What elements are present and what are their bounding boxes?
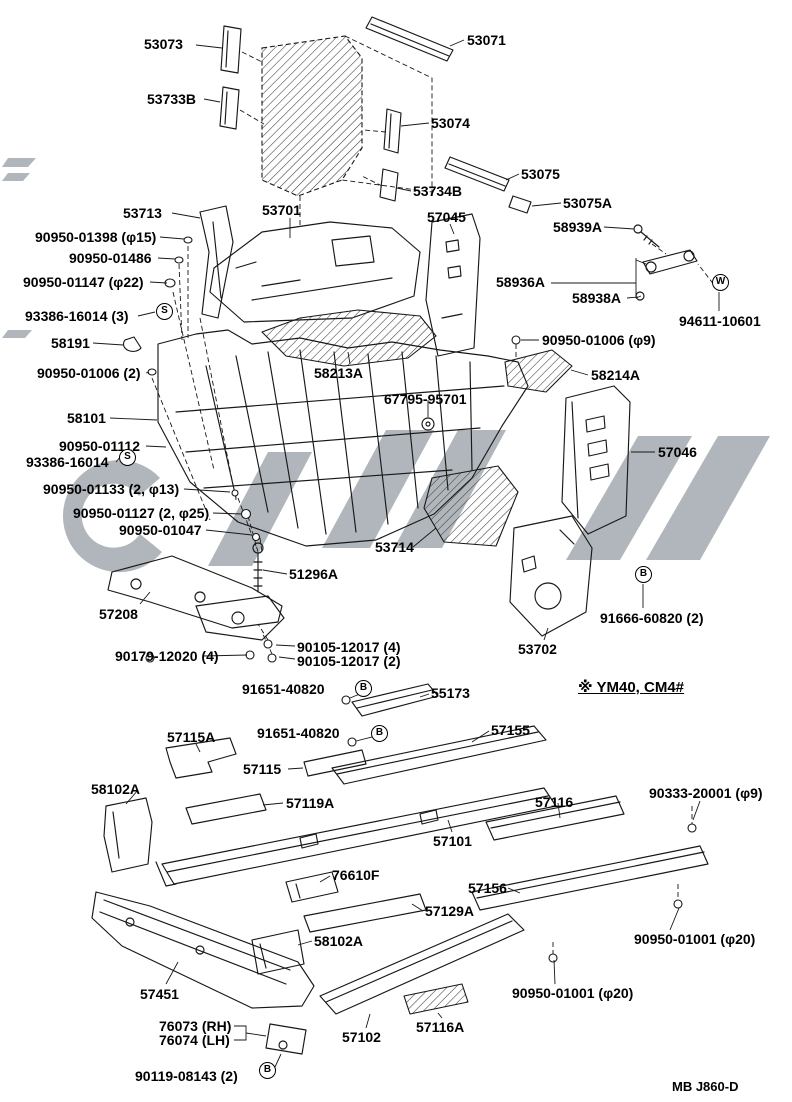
circled-letter-B-4: B bbox=[259, 1062, 276, 1079]
part-label-57115: 57115 bbox=[243, 761, 282, 777]
part-label-53071: 53071 bbox=[467, 32, 506, 48]
part-label-58101: 58101 bbox=[67, 410, 106, 426]
part-label-76074-lh: 76074 (LH) bbox=[159, 1032, 230, 1048]
fastener-shapes bbox=[122, 236, 697, 963]
part-label-58102A-1: 58102A bbox=[91, 781, 141, 797]
part-label-53075A: 53075A bbox=[563, 195, 613, 211]
part-label-90950-01001-1: 90950-01001 (φ20) bbox=[634, 931, 756, 947]
part-label-91651-40820-2: 91651-40820 bbox=[257, 725, 340, 741]
part-label-90950-01006-2: 90950-01006 (2) bbox=[37, 365, 141, 381]
part-label-90950-01006-d9: 90950-01006 (φ9) bbox=[542, 332, 656, 348]
part-label-58936A: 58936A bbox=[496, 274, 546, 290]
part-label-67795-95701: 67795-95701 bbox=[384, 391, 467, 407]
part-label-93386-16014: 93386-16014 bbox=[26, 454, 109, 470]
part-label-90950-01147: 90950-01147 (φ22) bbox=[23, 274, 144, 290]
part-label-57102: 57102 bbox=[342, 1029, 381, 1045]
part-label-90119-08143: 90119-08143 (2) bbox=[135, 1068, 238, 1084]
part-label-57046: 57046 bbox=[658, 444, 697, 460]
part-label-58938A: 58938A bbox=[572, 290, 622, 306]
part-label-57451: 57451 bbox=[140, 986, 179, 1002]
part-label-91651-40820-1: 91651-40820 bbox=[242, 681, 325, 697]
part-label-90950-01133: 90950-01133 (2, φ13) bbox=[43, 481, 180, 497]
part-label-58213A: 58213A bbox=[314, 365, 364, 381]
applicability-note: ※ YM40, CM4# bbox=[578, 679, 685, 696]
part-label-58102A-2: 58102A bbox=[314, 933, 364, 949]
part-label-90333-20001: 90333-20001 (φ9) bbox=[649, 785, 763, 801]
part-label-90950-01127: 90950-01127 (2, φ25) bbox=[73, 505, 210, 521]
part-label-90950-01112: 90950-01112 bbox=[59, 438, 140, 454]
part-label-53714: 53714 bbox=[375, 539, 414, 555]
part-label-90950-01047: 90950-01047 bbox=[119, 522, 202, 538]
part-label-57045: 57045 bbox=[427, 209, 466, 225]
part-label-57115A: 57115A bbox=[167, 729, 216, 745]
part-label-55173: 55173 bbox=[431, 685, 470, 701]
part-label-93386-16014-3: 93386-16014 (3) bbox=[25, 308, 129, 324]
part-label-58939A: 58939A bbox=[553, 219, 603, 235]
circled-letter-B-3: B bbox=[371, 725, 388, 742]
leader-lines bbox=[92, 39, 720, 1068]
part-label-53073: 53073 bbox=[144, 36, 183, 52]
part-label-57119A: 57119A bbox=[286, 795, 335, 811]
part-label-76610F: 76610F bbox=[332, 867, 380, 883]
part-label-51296A: 51296A bbox=[289, 566, 339, 582]
part-label-90105-12017-2: 90105-12017 (2) bbox=[297, 653, 401, 669]
part-label-53702: 53702 bbox=[518, 641, 557, 657]
part-label-53701: 53701 bbox=[262, 202, 301, 218]
part-label-57155: 57155 bbox=[491, 722, 530, 738]
part-label-57156: 57156 bbox=[468, 880, 507, 896]
construction-dashed-lines bbox=[151, 35, 719, 954]
part-label-57101: 57101 bbox=[433, 833, 472, 849]
part-label-57116: 57116 bbox=[535, 794, 574, 810]
part-label-90950-01398: 90950-01398 (φ15) bbox=[35, 229, 157, 245]
part-label-90179-12020: 90179-12020 (4) bbox=[115, 648, 219, 664]
part-label-53734B: 53734B bbox=[413, 183, 463, 199]
part-label-57129A: 57129A bbox=[425, 903, 475, 919]
part-label-91666-60820: 91666-60820 (2) bbox=[600, 610, 704, 626]
part-label-57116A: 57116A bbox=[416, 1019, 465, 1035]
part-label-58191: 58191 bbox=[51, 335, 90, 351]
part-label-58214A: 58214A bbox=[591, 367, 641, 383]
part-label-90105-12017-4: 90105-12017 (4) bbox=[297, 639, 401, 655]
circled-letter-W: W bbox=[712, 274, 729, 291]
circled-letter-B-1: B bbox=[635, 566, 652, 583]
part-label-53733B: 53733B bbox=[147, 91, 197, 107]
circled-letter-S-1: S bbox=[156, 303, 173, 320]
part-label-94611-10601: 94611-10601 bbox=[679, 313, 761, 329]
part-label-57208: 57208 bbox=[99, 606, 138, 622]
part-label-53713: 53713 bbox=[123, 205, 162, 221]
circled-letter-B-2: B bbox=[355, 680, 372, 697]
drawing-code: MB J860-D bbox=[672, 1079, 739, 1094]
part-label-90950-01486: 90950-01486 bbox=[69, 250, 152, 266]
circled-letter-S-2: S bbox=[119, 449, 136, 466]
part-label-53075: 53075 bbox=[521, 166, 560, 182]
part-shapes bbox=[91, 16, 709, 1055]
part-label-90950-01001-2: 90950-01001 (φ20) bbox=[512, 985, 634, 1001]
part-label-76073-rh: 76073 (RH) bbox=[159, 1018, 232, 1034]
part-label-53074: 53074 bbox=[431, 115, 470, 131]
